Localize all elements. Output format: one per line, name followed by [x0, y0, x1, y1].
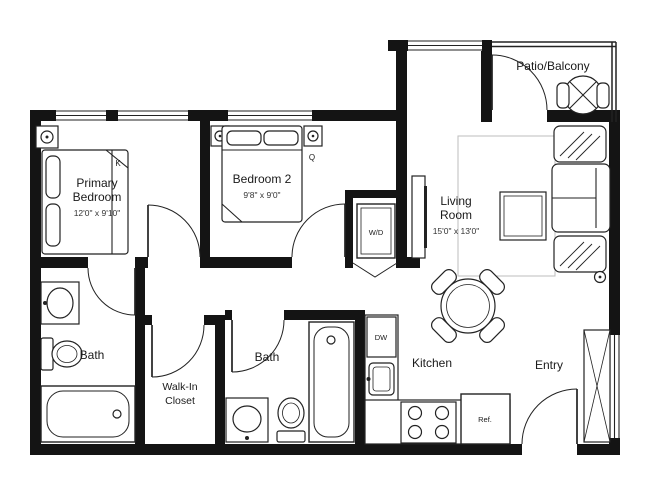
kitchen-fixtures: [364, 314, 511, 445]
refrigerator-label: Ref.: [478, 415, 492, 424]
dining-chair: [430, 268, 457, 295]
kitchen-sink: [366, 362, 395, 396]
window: [56, 110, 106, 121]
patio-label: Patio/Balcony: [516, 59, 589, 73]
burner: [407, 405, 423, 421]
doors-layer: [87, 54, 578, 445]
windows-layer: [56, 40, 620, 438]
pillow: [263, 130, 299, 146]
bedroom2-label: Bedroom 2: [233, 172, 292, 186]
washer-dryer-bifold-door: [352, 262, 398, 278]
patio-door: [491, 54, 548, 111]
kitchen-label: Kitchen: [412, 356, 452, 370]
queen-bed-label: Q: [309, 153, 315, 162]
window: [118, 110, 188, 121]
window: [228, 110, 312, 121]
entry-label: Entry: [535, 358, 563, 372]
tv-console: [411, 175, 426, 259]
coffee-table: [499, 191, 547, 241]
dining-set: [430, 268, 506, 344]
patio-chair: [596, 82, 610, 109]
walk-in-closet-label-1: Walk-In: [162, 381, 197, 393]
washer-dryer: [356, 203, 396, 259]
bath2-door: [231, 319, 285, 373]
entry-closet: [583, 329, 611, 443]
bathtub: [308, 321, 355, 443]
primary-bedroom-label-1: Primary: [76, 176, 117, 190]
primary-bedroom-furniture: [35, 125, 129, 255]
bath1-label: Bath: [80, 348, 105, 362]
dishwasher-label: DW: [375, 333, 388, 342]
patio-railing: [492, 41, 617, 122]
accent-chair: [553, 125, 607, 163]
primary-bedroom-door: [147, 204, 201, 258]
wall-layer: [30, 40, 620, 455]
range-stove: [400, 401, 457, 444]
labels-layer: Patio/Balcony K Primary Bedroom 12'0" x …: [73, 59, 590, 424]
burner: [434, 424, 450, 440]
washer-dryer-label: W/D: [369, 228, 384, 237]
burner: [434, 405, 450, 421]
dining-chair: [430, 317, 457, 344]
sofa: [551, 163, 611, 233]
toilet: [276, 397, 306, 443]
dining-chair: [479, 317, 506, 344]
patio-furniture: [556, 75, 610, 115]
dishwasher: [366, 316, 397, 358]
bedroom2-furniture: [210, 125, 323, 223]
bedroom2-dims: 9'8" x 9'0": [243, 190, 280, 200]
king-bed-label: K: [115, 159, 121, 168]
entry-door: [521, 388, 578, 445]
living-room-furniture: [411, 125, 611, 344]
bath2-label: Bath: [255, 350, 280, 364]
tv: [424, 186, 427, 248]
window: [609, 335, 620, 438]
living-room-dims: 15'0" x 13'0": [433, 226, 480, 236]
patio-chair: [556, 82, 570, 109]
walk-in-closet-label-2: Closet: [165, 395, 195, 407]
walk-in-closet-door: [151, 324, 205, 378]
pillow: [45, 203, 61, 247]
toilet: [40, 337, 83, 371]
pillow: [226, 130, 262, 146]
bedroom2-door: [291, 203, 346, 258]
living-room-label-2: Room: [440, 208, 472, 222]
window: [408, 40, 482, 51]
bath1-door: [87, 267, 136, 316]
primary-bedroom-label-2: Bedroom: [73, 190, 122, 204]
bath1-fixtures: [40, 281, 136, 443]
living-room-label-1: Living: [440, 194, 471, 208]
bathtub: [40, 385, 136, 443]
pillow: [45, 155, 61, 199]
vanity-sink: [225, 397, 269, 443]
accent-chair: [553, 235, 607, 273]
primary-bedroom-dims: 12'0" x 9'10": [74, 208, 121, 218]
vanity-sink: [40, 281, 80, 325]
dining-chair: [479, 268, 506, 295]
dining-table: [440, 278, 496, 334]
refrigerator: [460, 393, 511, 445]
bath2-fixtures: [225, 321, 355, 443]
king-bed: [41, 149, 129, 255]
burner: [407, 424, 423, 440]
